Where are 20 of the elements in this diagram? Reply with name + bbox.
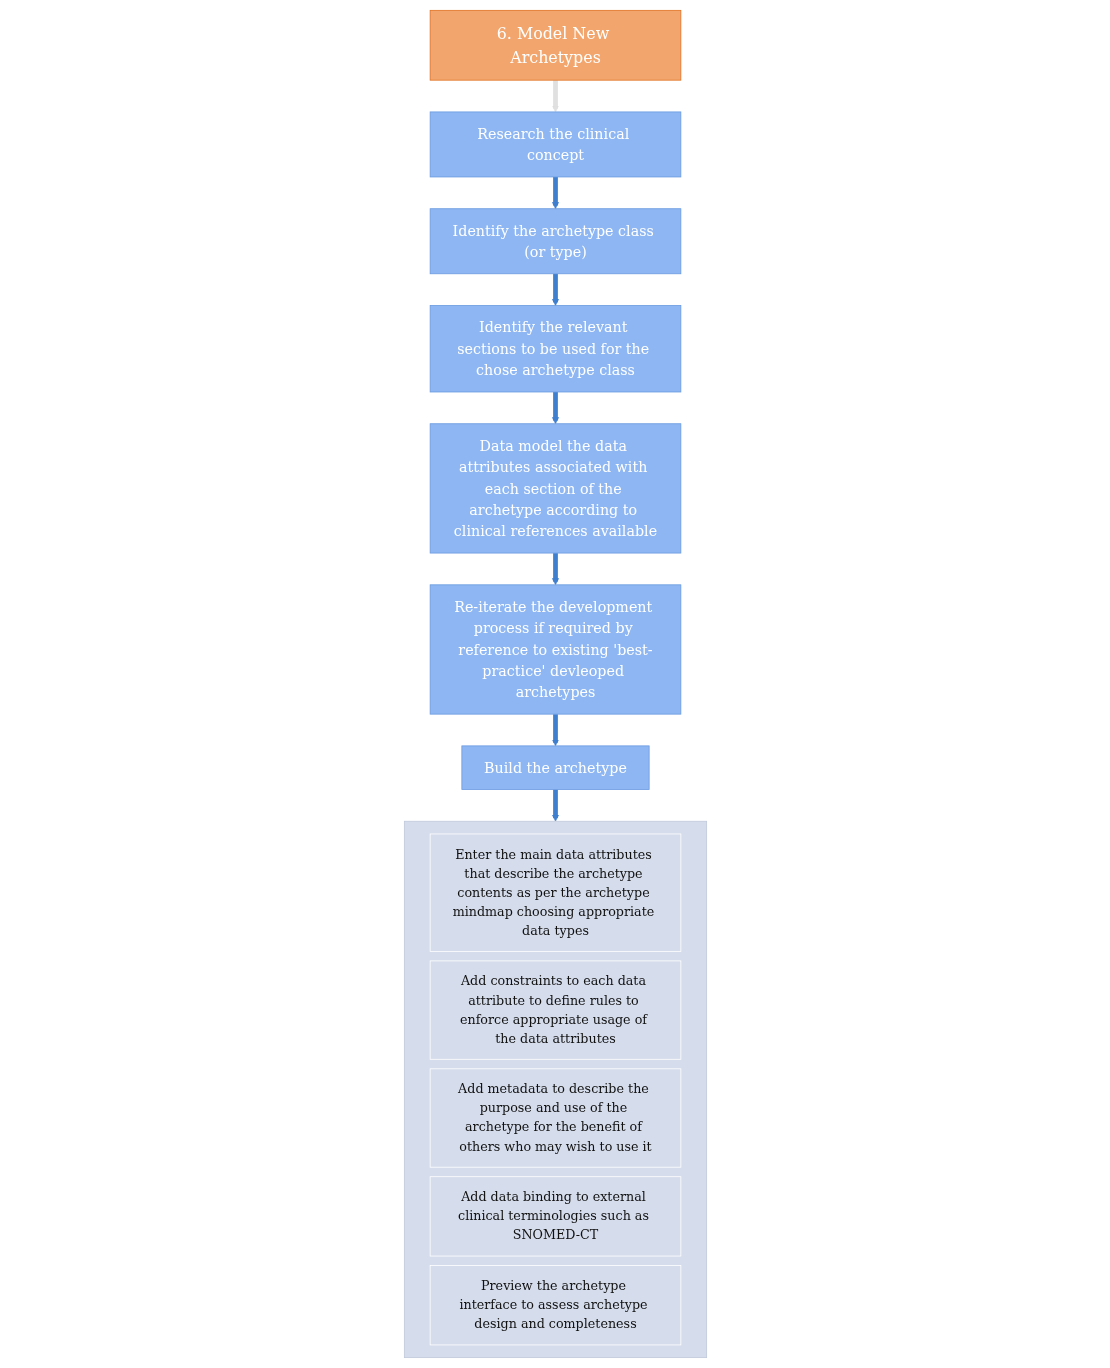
node-box: Re-iterate the development process if required by reference to existing 'best-practice' devleoped archetypes: [429, 584, 681, 715]
arrow: [551, 273, 559, 306]
arrow: [551, 177, 559, 210]
node-box: Enter the main data attributes that describe the archetype contents as per the archetype mindmap choosing appropriate data types: [429, 833, 681, 952]
cluster: [403, 820, 707, 1359]
arrow: [551, 714, 559, 747]
arrow: [551, 789, 559, 822]
node-box: Add data binding to external clinical terminologies such as SNOMED-CT: [429, 1176, 681, 1257]
node-box: Add constraints to each data attribute to define rules to enforce appropriate usage of the data attributes: [429, 960, 681, 1060]
node-box: Data model the data attributes associated with each section of the archetype according to clinical references available: [429, 423, 681, 554]
node-box: 6. Model New Archetypes: [429, 9, 681, 81]
node-box: Preview the archetype interface to assess archetype design and completeness: [429, 1265, 681, 1346]
node-box: Add metadata to describe the purpose and use of the archetype for the benefit of others who may wish to use it: [429, 1068, 681, 1168]
node-box: Build the archetype: [460, 745, 650, 790]
node-box: Identify the relevant sections to be used for the chose archetype class: [429, 305, 681, 393]
node-box: Identify the archetype class (or type): [429, 208, 681, 275]
arrow: [551, 392, 559, 425]
arrow: [551, 553, 559, 586]
node-box: Research the clinical concept: [429, 111, 681, 178]
arrow: [551, 80, 559, 113]
